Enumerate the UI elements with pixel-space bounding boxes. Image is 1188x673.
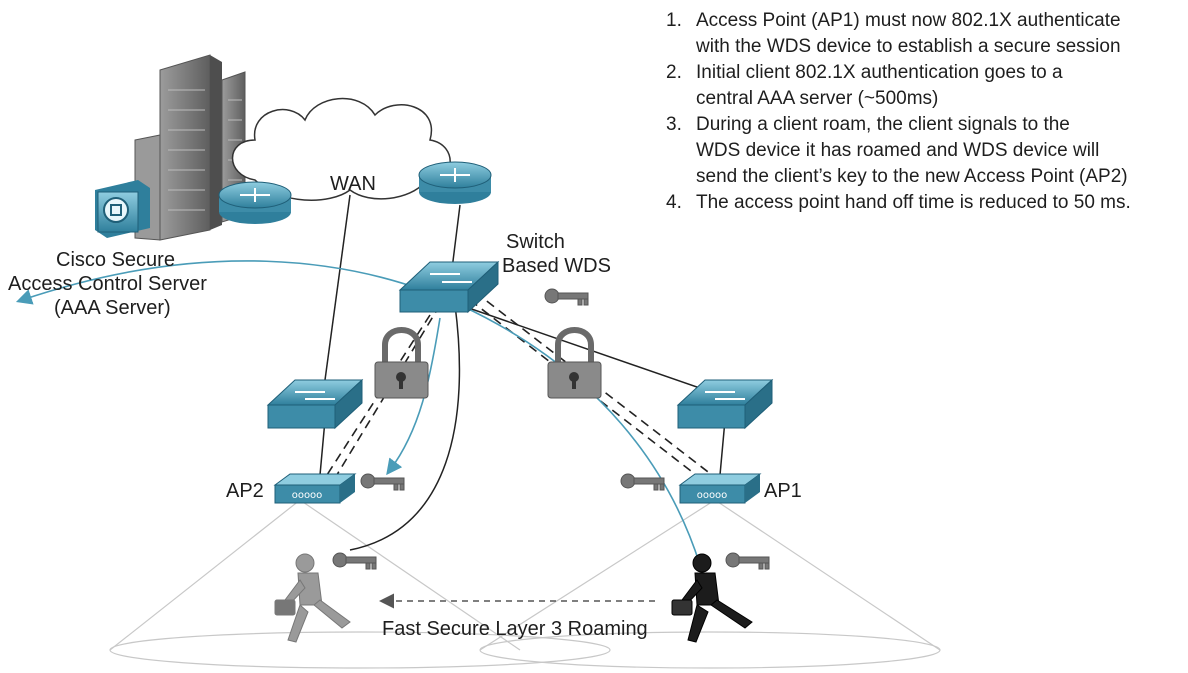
key-icon <box>360 473 405 491</box>
step-text: The access point hand off time is reduce… <box>696 192 1131 213</box>
step-item: 4. The access point hand off time is red… <box>664 190 1184 216</box>
step-text: Access Point (AP1) must now 802.1X authe… <box>696 10 1121 31</box>
svg-text:ooooo: ooooo <box>292 490 323 501</box>
step-text: WDS device it has roamed and WDS device … <box>696 140 1100 161</box>
step-text: with the WDS device to establish a secur… <box>696 36 1121 57</box>
step-text: send the client’s key to the new Access … <box>696 166 1128 187</box>
padlock-icon <box>547 327 602 399</box>
wan-label: WAN <box>330 173 376 195</box>
step-number: 1. <box>666 10 682 31</box>
step-text: During a client roam, the client signals… <box>696 114 1070 135</box>
step-item: 3. During a client roam, the client sign… <box>664 112 1184 190</box>
acs-label-line1: Cisco Secure <box>56 249 175 271</box>
switch-icon <box>266 378 364 430</box>
step-item: 2. Initial client 802.1X authentication … <box>664 60 1184 112</box>
acs-server-icon <box>95 180 150 238</box>
step-text: Initial client 802.1X authentication goe… <box>696 62 1063 83</box>
step-number: 4. <box>666 192 682 213</box>
key-icon <box>544 288 589 306</box>
step-text: central AAA server (~500ms) <box>696 88 939 109</box>
svg-text:ooooo: ooooo <box>697 490 728 501</box>
roaming-label: Fast Secure Layer 3 Roaming <box>382 618 648 640</box>
coverage-areas <box>109 499 941 669</box>
key-icon <box>725 552 770 570</box>
wan-cloud <box>231 97 451 201</box>
step-number: 2. <box>666 62 682 83</box>
key-icon <box>620 473 665 491</box>
acs-label-line3: (AAA Server) <box>54 297 171 319</box>
wds-switch-icon <box>398 260 500 314</box>
access-point-icon: ooooo <box>273 473 357 504</box>
switch-icon <box>676 378 774 430</box>
acs-label-line2: Access Control Server <box>8 273 207 295</box>
router-icon <box>418 161 492 204</box>
ap2-label: AP2 <box>226 480 264 502</box>
steps-list: 1. Access Point (AP1) must now 802.1X au… <box>664 8 1184 216</box>
router-icon <box>218 181 292 224</box>
switch-wds-label-line1: Switch <box>506 231 565 253</box>
step-number: 3. <box>666 114 682 135</box>
ap1-label: AP1 <box>764 480 802 502</box>
roaming-user-icon <box>274 553 351 643</box>
step-item: 1. Access Point (AP1) must now 802.1X au… <box>664 8 1184 60</box>
roaming-user-icon <box>671 553 753 643</box>
key-icon <box>332 552 377 570</box>
switch-wds-label-line2: Based WDS <box>502 255 611 277</box>
access-point-icon: ooooo <box>678 473 762 504</box>
padlock-icon <box>374 327 429 399</box>
